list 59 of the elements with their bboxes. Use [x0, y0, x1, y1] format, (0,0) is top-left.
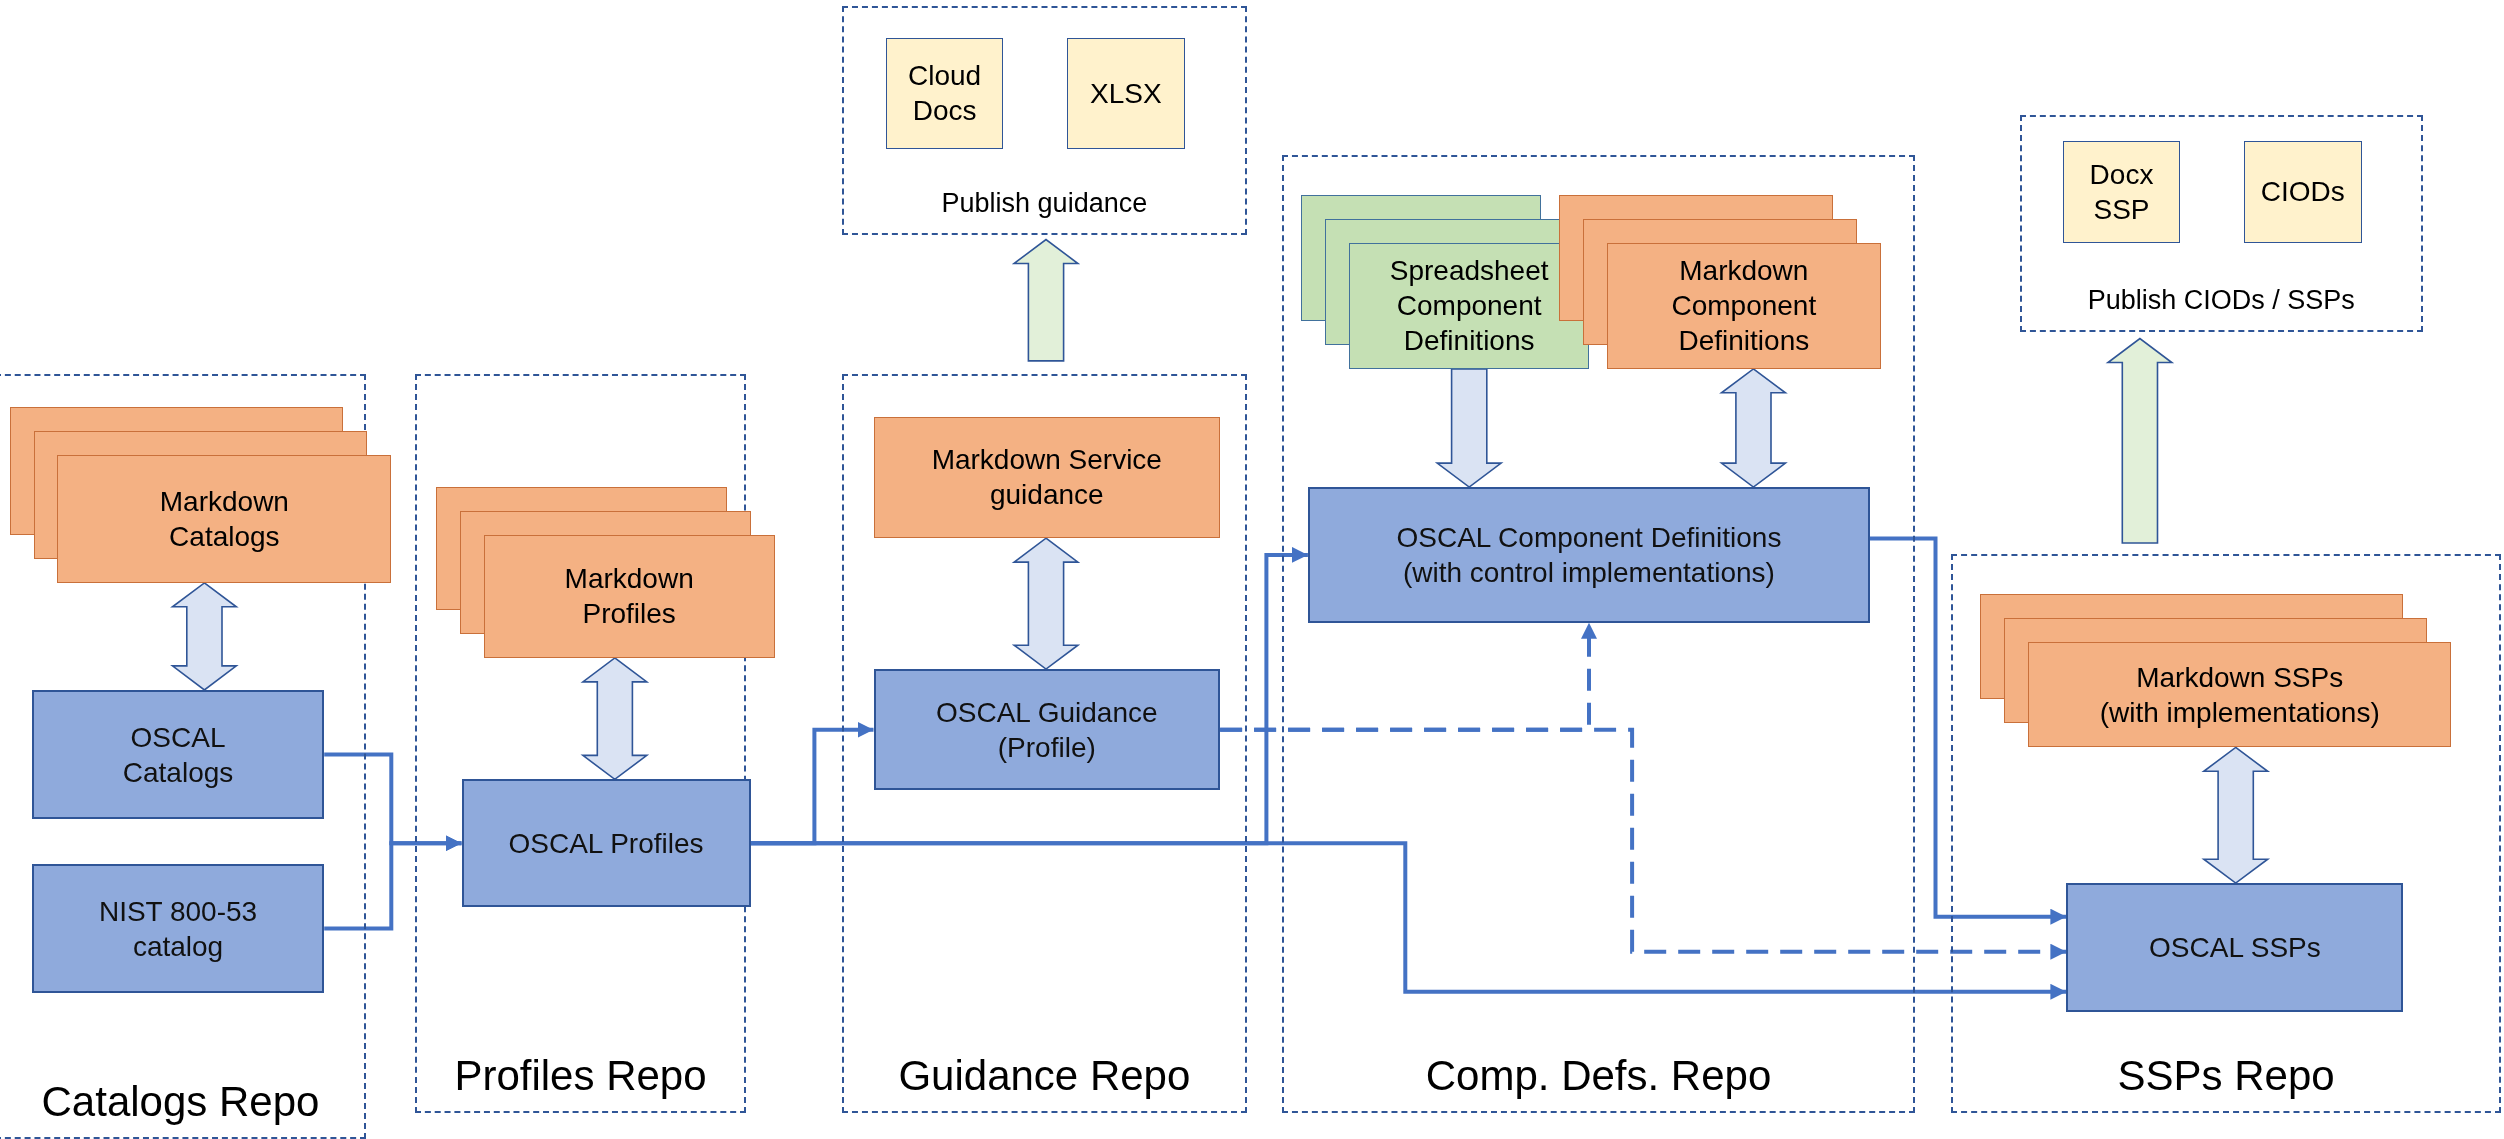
connector-arrow [324, 835, 462, 931]
box-label: Markdown Component Definitions [1670, 254, 1818, 359]
document-stack [9, 407, 392, 583]
block-arrow [1011, 238, 1081, 362]
box-label: OSCAL SSPs [2149, 931, 2321, 966]
box-label: Docx SSP [2088, 157, 2155, 227]
document-stack [1980, 594, 2452, 748]
output-box [2063, 140, 2180, 243]
double-block-arrow [170, 581, 239, 691]
box-label: Markdown Catalogs [158, 485, 290, 554]
process-box [31, 863, 325, 994]
box-label: Markdown Service guidance [930, 443, 1163, 513]
dashed-group-frame [1951, 554, 2501, 1114]
box-label: Markdown SSPs [2136, 660, 2344, 695]
process-box [2066, 883, 2404, 1013]
document-box [873, 416, 1221, 539]
box-label: (Profile) [997, 730, 1096, 765]
box-label: OSCAL Catalogs [121, 720, 235, 790]
box-label: NIST 800-53 catalog [97, 894, 259, 964]
double-block-arrow [580, 656, 650, 781]
block-arrow [2105, 337, 2175, 544]
document-stack [435, 487, 775, 658]
box-label: OSCAL Guidance [936, 695, 1158, 730]
box-label: OSCAL Profiles [508, 826, 704, 861]
output-box [1066, 38, 1185, 149]
group-title: Comp. Defs. Repo [1424, 1055, 1773, 1098]
double-block-arrow [1719, 367, 1788, 489]
dashed-group-frame [841, 373, 1248, 1114]
double-block-arrow [2201, 746, 2271, 885]
group-title: Guidance Repo [897, 1055, 1192, 1098]
box-label: (with control implementations) [1402, 555, 1775, 590]
output-box [886, 38, 1003, 149]
connector-arrow [1870, 536, 2067, 925]
box-label: Cloud Docs [906, 59, 983, 129]
document-stack [1301, 194, 1589, 369]
group-title: Catalogs Repo [40, 1080, 321, 1123]
process-box [1307, 487, 1870, 623]
process-box [873, 669, 1221, 791]
document-stack [1558, 194, 1882, 369]
box-label: OSCAL Component Definitions [1396, 520, 1782, 555]
group-title: Publish CIODs / SSPs [2086, 287, 2356, 315]
dashed-group-frame [1282, 154, 1915, 1114]
process-box [31, 689, 325, 820]
dashed-group-frame [841, 6, 1248, 235]
process-box [461, 779, 751, 908]
box-label: CIODs [2260, 175, 2345, 210]
group-title: Profiles Repo [453, 1055, 708, 1098]
dashed-group-frame [2020, 114, 2423, 333]
box-label: Markdown Profiles [563, 562, 695, 632]
output-box [2243, 140, 2362, 243]
block-arrow [1434, 368, 1504, 489]
group-title: SSPs Repo [2116, 1055, 2336, 1098]
dashed-arrow [1220, 727, 2067, 960]
box-label: (with implementations) [2099, 695, 2380, 730]
group-title: Publish guidance [940, 189, 1149, 217]
connector-arrow [750, 841, 2067, 1000]
box-label: XLSX [1090, 76, 1162, 111]
double-block-arrow [1011, 537, 1081, 671]
box-label: Spreadsheet Component Definitions [1388, 254, 1550, 359]
